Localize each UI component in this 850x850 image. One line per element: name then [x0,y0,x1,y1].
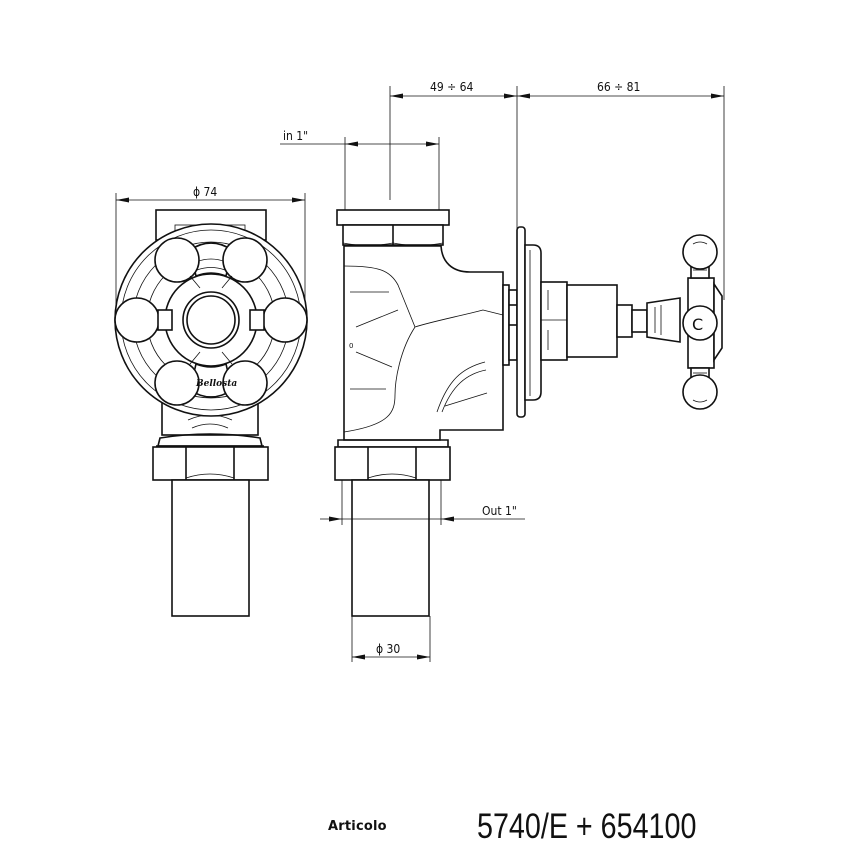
side-view: 0 [334,209,723,617]
cross-handle-front [114,237,308,406]
dimension-label-handle-projection: 66 ÷ 81 [597,80,640,94]
dimension-label-body-diameter: ϕ 74 [193,185,217,199]
svg-text:0: 0 [349,342,353,350]
handle-cap-letter: C [692,315,703,334]
dimension-label-wall-depth: 49 ÷ 64 [430,80,474,94]
brand-logo: Bellosta [195,379,237,389]
outlet-pipe-front [171,479,250,617]
dimension-label-pipe-diameter: ϕ 30 [376,642,400,656]
dimension-wall-depth: 49 ÷ 64 [389,80,517,200]
dimension-body-diameter: ϕ 74 [115,185,306,320]
dimension-handle-projection: 66 ÷ 81 [516,80,725,300]
article-code: 5740/E + 654100 [477,807,697,846]
cross-handle-side: C [646,234,723,410]
hex-nut-side [334,446,451,481]
dimension-inlet: in 1" [280,129,440,260]
dimension-label-outlet: Out 1" [482,504,517,518]
dimension-label-inlet: in 1" [283,129,308,143]
hex-nut-front [152,446,269,481]
outlet-pipe-side [351,479,430,617]
front-view: Bellosta [114,209,308,617]
dimension-outlet: Out 1" [320,480,525,525]
article-label: Articolo [328,819,387,834]
dimension-pipe-diameter: ϕ 30 [351,616,431,662]
